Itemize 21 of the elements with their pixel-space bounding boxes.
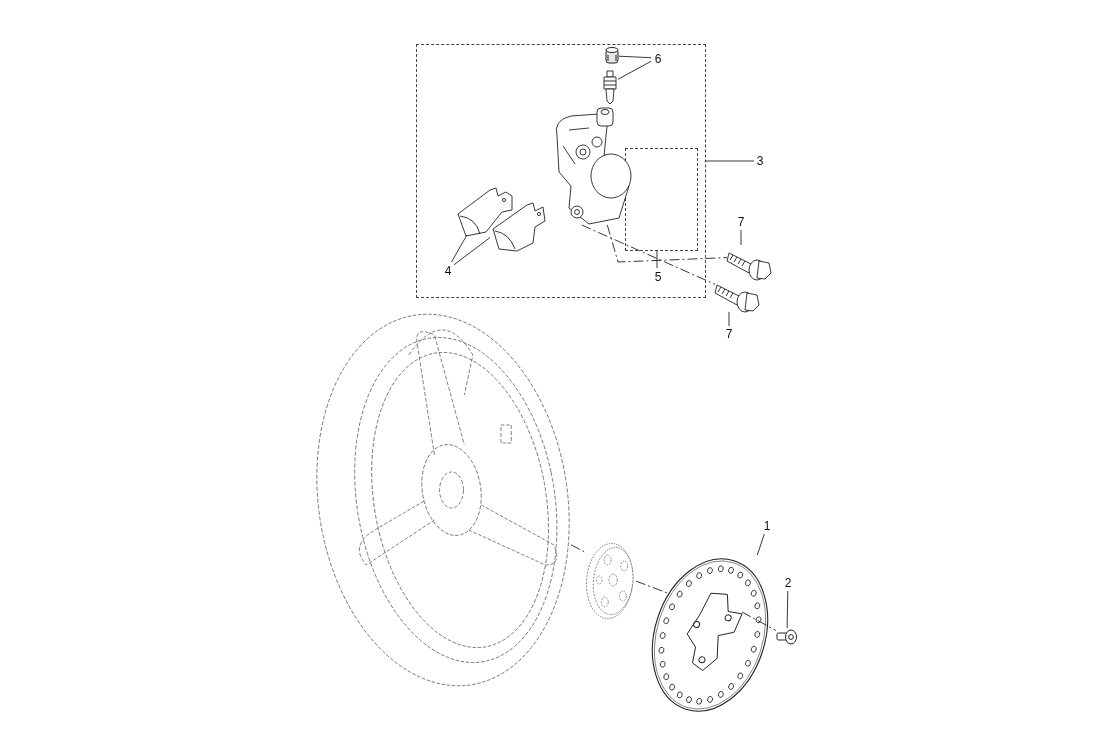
- center-line: [581, 224, 716, 285]
- center-line: [606, 224, 728, 263]
- leader-line: [705, 160, 755, 162]
- hub-damper-drawing: [584, 540, 636, 622]
- flange-bolt-drawing: [715, 281, 760, 312]
- leader-line: [756, 533, 765, 556]
- leader-line: [452, 237, 491, 266]
- leader-line: [451, 234, 468, 263]
- bleeder-cap-drawing: [604, 46, 620, 65]
- leader-line: [618, 55, 652, 59]
- brake-pad-drawing: [456, 184, 514, 236]
- center-line: [741, 611, 777, 631]
- screw-drawing: [776, 628, 798, 646]
- leader-line: [656, 249, 658, 269]
- leader-line: [617, 60, 652, 80]
- leader-line: [728, 311, 730, 327]
- leader-line: [740, 229, 742, 246]
- center-line: [570, 544, 585, 553]
- bleeder-screw-drawing: [601, 69, 619, 105]
- dashed-group-frame: [416, 44, 706, 298]
- leader-line: [786, 590, 789, 629]
